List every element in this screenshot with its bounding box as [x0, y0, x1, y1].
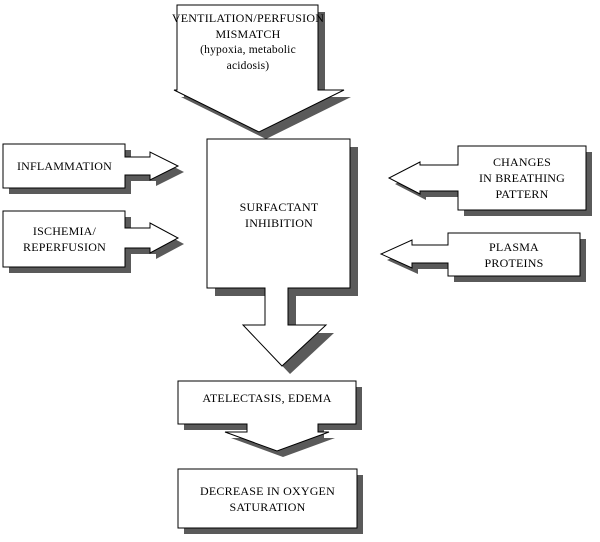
arrow-ventilation-to-surfactant: [173, 4, 351, 139]
arrow-ischemia-to-surfactant: [2, 210, 184, 273]
ventilation-title: VENTILATION/PERFUSION MISMATCH: [171, 11, 325, 41]
inflammation-label: INFLAMMATION: [16, 159, 113, 173]
arrow-atelectasis-to-oxygen: [177, 380, 362, 457]
arrow-inflammation-to-surfactant: [2, 143, 184, 194]
plasma-label: PLASMA PROTEINS: [484, 239, 544, 270]
breathing-label: CHANGES IN BREATHING PATTERN: [478, 155, 566, 201]
atelectasis-label: ATELECTASIS, EDEMA: [202, 390, 332, 405]
ventilation-label: VENTILATION/PERFUSION MISMATCH (hypoxia,…: [172, 11, 324, 72]
arrow-breathing-to-surfactant: [387, 145, 592, 216]
box-oxygen: [177, 468, 363, 534]
surfactant-label: SURFACTANT INHIBITION: [239, 200, 319, 230]
ischemia-label: ISCHEMIA/ REPERFUSION: [23, 224, 106, 254]
arrow-surfactant-to-atelectasis: [206, 138, 358, 374]
arrow-plasma-to-surfactant: [379, 232, 586, 282]
oxygen-label: DECREASE IN OXYGEN SATURATION: [200, 483, 335, 514]
ventilation-subtitle: (hypoxia, metabolic acidosis): [200, 44, 296, 72]
